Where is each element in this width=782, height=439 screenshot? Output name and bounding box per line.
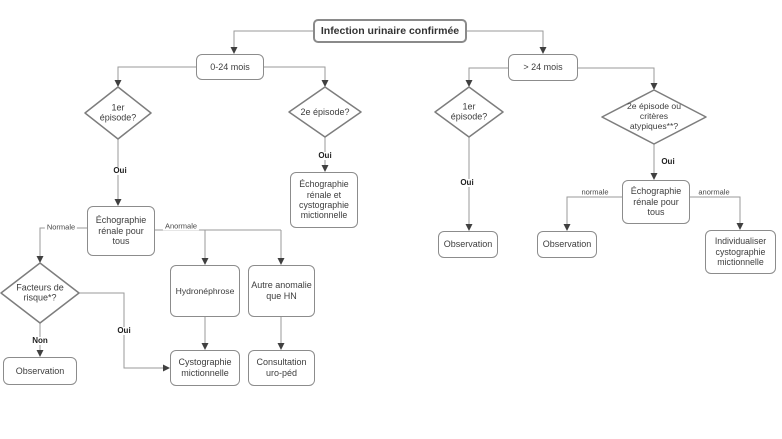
label-facteurs-risque: Facteurs de risque*? [16,282,64,303]
diamond-first-episode-right [434,86,504,138]
arrow-into-first-right [465,80,473,87]
arrow-into-first-left [114,80,122,87]
label-second-episode-left: 2e épisode? [300,106,350,117]
diamond-facteurs-risque [0,262,80,324]
arrow-into-second-right [650,83,658,90]
edge-label-oui-facteurs: Oui [115,326,133,335]
arrow-into-individualiser [736,223,744,230]
arrowheads [36,47,744,372]
arrow-into-obs-r2 [563,224,571,231]
label-first-episode-left: 1er épisode? [99,102,137,123]
node-observation-right-1: Observation [438,231,498,258]
diamond-second-episode-left [288,86,362,138]
edge-label-oui-second-right: Oui [659,157,677,166]
node-echo-renale-left: Échographie rénale pour tous [87,206,155,256]
edge-label-oui-first-left: Oui [111,166,129,175]
arrow-into-echo-left [114,199,122,206]
label-second-episode-right: 2e épisode ou critères atypiques**? [627,101,681,131]
arrow-into-second-left [321,80,329,87]
node-echo-renale-right: Échographie rénale pour tous [622,180,690,224]
node-hydronephrose: Hydronéphrose [170,265,240,317]
node-echo-et-cysto: Échographie rénale et cystographie micti… [290,172,358,228]
arrow-into-facteurs [36,256,44,263]
edge-gt24-to-second-episode [578,67,655,83]
decision-diamonds [0,86,707,324]
diamond-second-episode-right [601,89,707,145]
edge-label-oui-second-left: Oui [316,151,334,160]
edge-label-anormale-right: anormale [696,187,732,197]
arrow-into-obs-r1 [465,224,473,231]
edge-label-anormale-left: Anormale [162,221,200,231]
node-age-0-24: 0-24 mois [196,54,264,80]
label-first-episode-right: 1er épisode? [450,101,488,122]
diamond-first-episode-left [84,86,152,140]
arrow-into-gt24 [539,47,547,54]
node-observation-right-2: Observation [537,231,597,258]
arrow-into-autre [277,258,285,265]
node-root: Infection urinaire confirmée [313,19,467,43]
node-autre-anomalie: Autre anomalie que HN [248,265,315,317]
edge-label-non-facteurs: Non [30,336,50,345]
edge-label-oui-first-right: Oui [458,178,476,187]
arrow-into-hydro [201,258,209,265]
node-cystographie: Cystographie mictionnelle [170,350,240,386]
edge-gt24-to-first-episode [468,67,508,80]
edge-0-24-to-first-episode [117,66,196,80]
arrow-into-echo-cysto [321,165,329,172]
edge-echo-right-normale [566,196,622,224]
arrow-into-obs-left [36,350,44,357]
edge-echo-normale [39,227,87,256]
arrow-into-cysto [201,343,209,350]
node-age-gt-24: > 24 mois [508,54,578,81]
node-consultation: Consultation uro-péd [248,350,315,386]
arrow-into-consult [277,343,285,350]
node-observation-left: Observation [3,357,77,385]
edge-root-to-0-24 [233,30,313,47]
arrow-into-0-24 [230,47,238,54]
edge-root-to-gt24 [467,30,544,47]
edge-echo-right-anormale [690,196,741,223]
arrow-into-echo-right [650,173,658,180]
arrow-into-cysto-side [163,364,170,372]
node-individualiser: Individualiser cystographie mictionnelle [705,230,776,274]
edge-0-24-to-second-episode [264,66,326,80]
edge-label-normale-right: normale [579,187,611,197]
edge-label-normale-left: Normale [44,222,78,232]
